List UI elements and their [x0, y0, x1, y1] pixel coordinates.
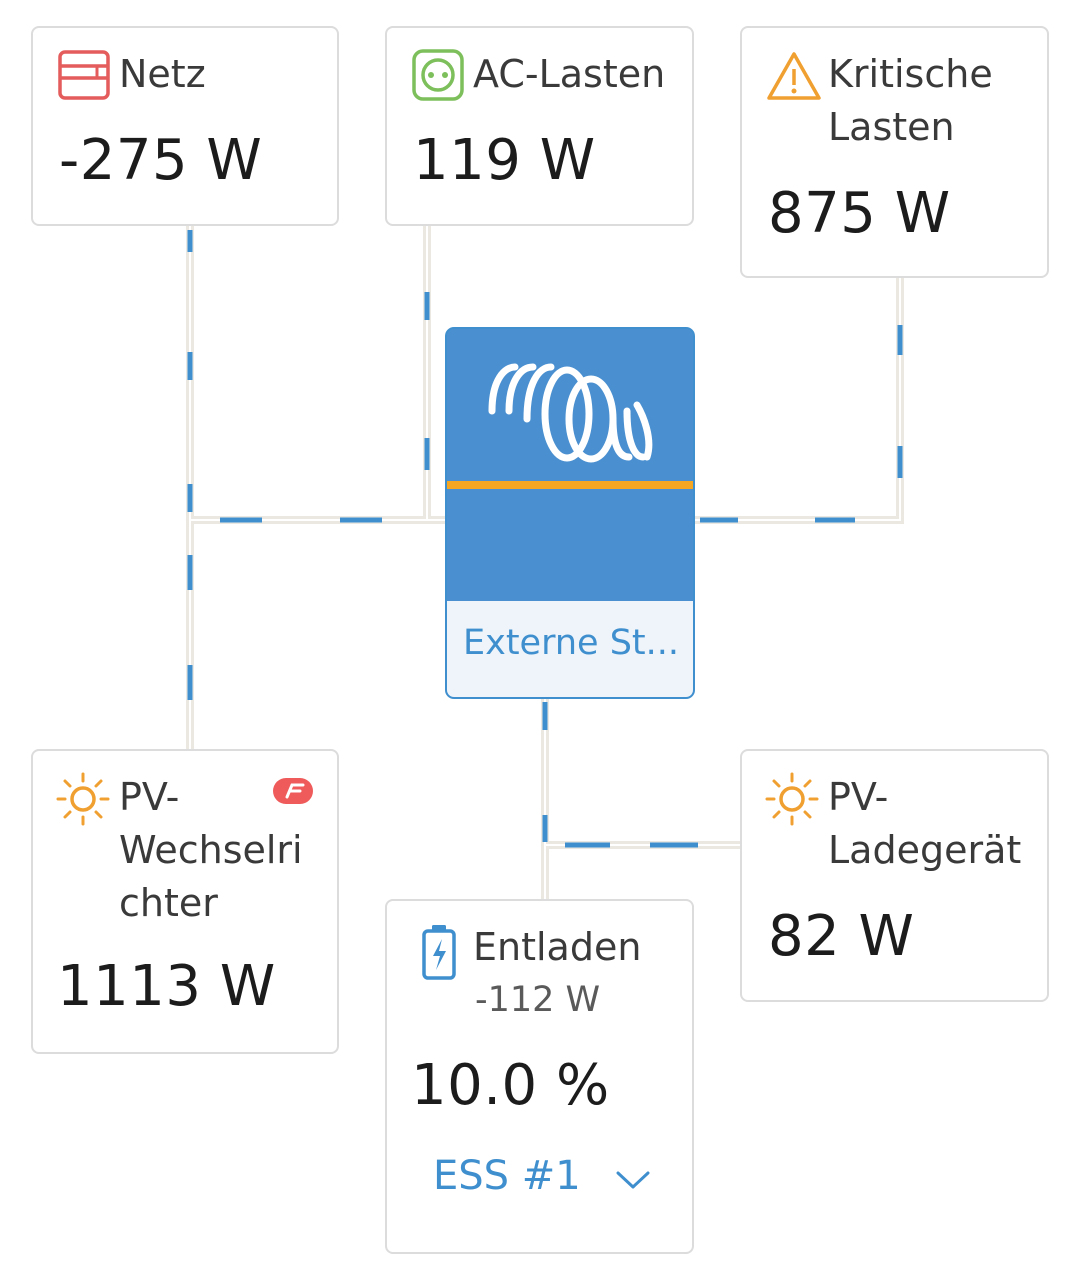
pv-inverter-card[interactable]: PV- Wechselri chter 1113 W — [31, 749, 339, 1054]
sun-icon — [765, 772, 819, 826]
pv-inverter-power-value: 1113 W — [57, 954, 276, 1019]
battery-power-value: -112 W — [475, 980, 601, 1020]
inverter-box[interactable]: Externe St... — [445, 327, 695, 699]
pv-charger-card[interactable]: PV- Ladegerät 82 W — [740, 749, 1049, 1002]
inverter-stripe — [447, 481, 693, 489]
battery-card[interactable]: Entladen -112 W 10.0 % ESS #1 — [385, 899, 694, 1254]
critical-loads-title-line1: Kritische — [828, 52, 993, 96]
chevron-down-icon[interactable] — [615, 1169, 651, 1191]
critical-loads-title-line2: Lasten — [828, 105, 955, 149]
victron-logo-icon — [488, 363, 653, 463]
grid-card[interactable]: Netz -275 W — [31, 26, 339, 226]
ess-selector-label[interactable]: ESS #1 — [433, 1153, 581, 1199]
ac-loads-power-value: 119 W — [413, 128, 596, 193]
battery-charging-icon — [422, 925, 456, 980]
battery-soc-value: 10.0 % — [411, 1053, 610, 1118]
ac-loads-card[interactable]: AC-Lasten 119 W — [385, 26, 694, 226]
warning-triangle-icon — [767, 52, 821, 100]
grid-meter-icon — [58, 50, 110, 100]
pv-charger-power-value: 82 W — [768, 904, 915, 969]
ac-loads-card-title: AC-Lasten — [473, 52, 666, 96]
pv-inverter-title-line3: chter — [119, 881, 218, 925]
power-socket-icon — [412, 49, 464, 101]
battery-state-title: Entladen — [473, 925, 642, 969]
fronius-badge-icon — [273, 778, 313, 804]
critical-loads-card[interactable]: Kritische Lasten 875 W — [740, 26, 1049, 278]
inverter-footer: Externe St... — [447, 601, 693, 697]
grid-power-value: -275 W — [59, 128, 263, 193]
sun-icon — [56, 772, 110, 826]
inverter-mode-label: Externe St... — [463, 623, 680, 663]
critical-loads-power-value: 875 W — [768, 181, 951, 246]
grid-card-title: Netz — [119, 52, 206, 96]
pv-charger-title-line2: Ladegerät — [828, 828, 1022, 872]
pv-charger-title-line1: PV- — [828, 775, 889, 819]
pv-inverter-title-line1: PV- — [119, 775, 180, 819]
pv-inverter-title-line2: Wechselri — [119, 828, 303, 872]
